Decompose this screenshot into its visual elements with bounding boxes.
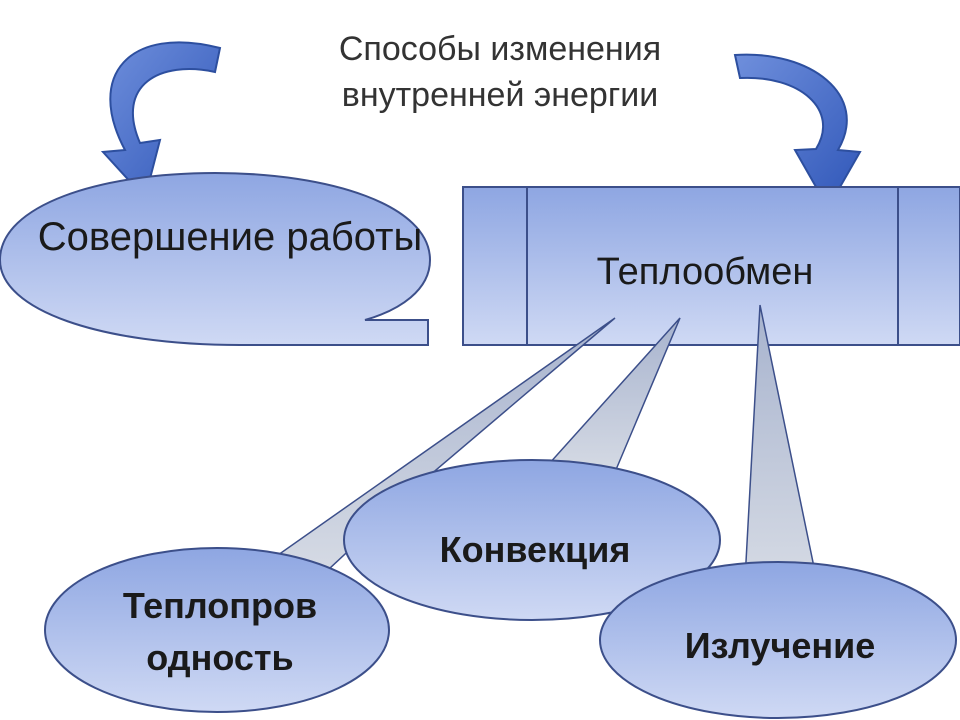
curved-arrow-left-icon bbox=[100, 41, 222, 201]
diagram-title: Способы изменения внутренней энергии bbox=[250, 26, 750, 118]
title-line-1: Способы изменения bbox=[338, 30, 662, 68]
heat-exchange-box bbox=[462, 186, 960, 346]
conduction-ellipse bbox=[44, 547, 390, 713]
heat-exchange-label: Теплообмен bbox=[596, 251, 814, 293]
convection-label: Конвекция bbox=[439, 529, 631, 570]
work-callout-shape bbox=[0, 171, 432, 346]
convection-ellipse bbox=[343, 459, 721, 621]
radiation-label: Излучение bbox=[684, 625, 876, 666]
radiation-ellipse bbox=[599, 561, 957, 719]
radiation-pointer bbox=[744, 304, 816, 581]
conduction-label: Теплопров одность bbox=[122, 585, 318, 678]
work-label: Совершение работы bbox=[37, 215, 423, 259]
title-line-2: внутренней энергии bbox=[341, 76, 659, 114]
curved-arrow-right-icon bbox=[733, 53, 862, 211]
